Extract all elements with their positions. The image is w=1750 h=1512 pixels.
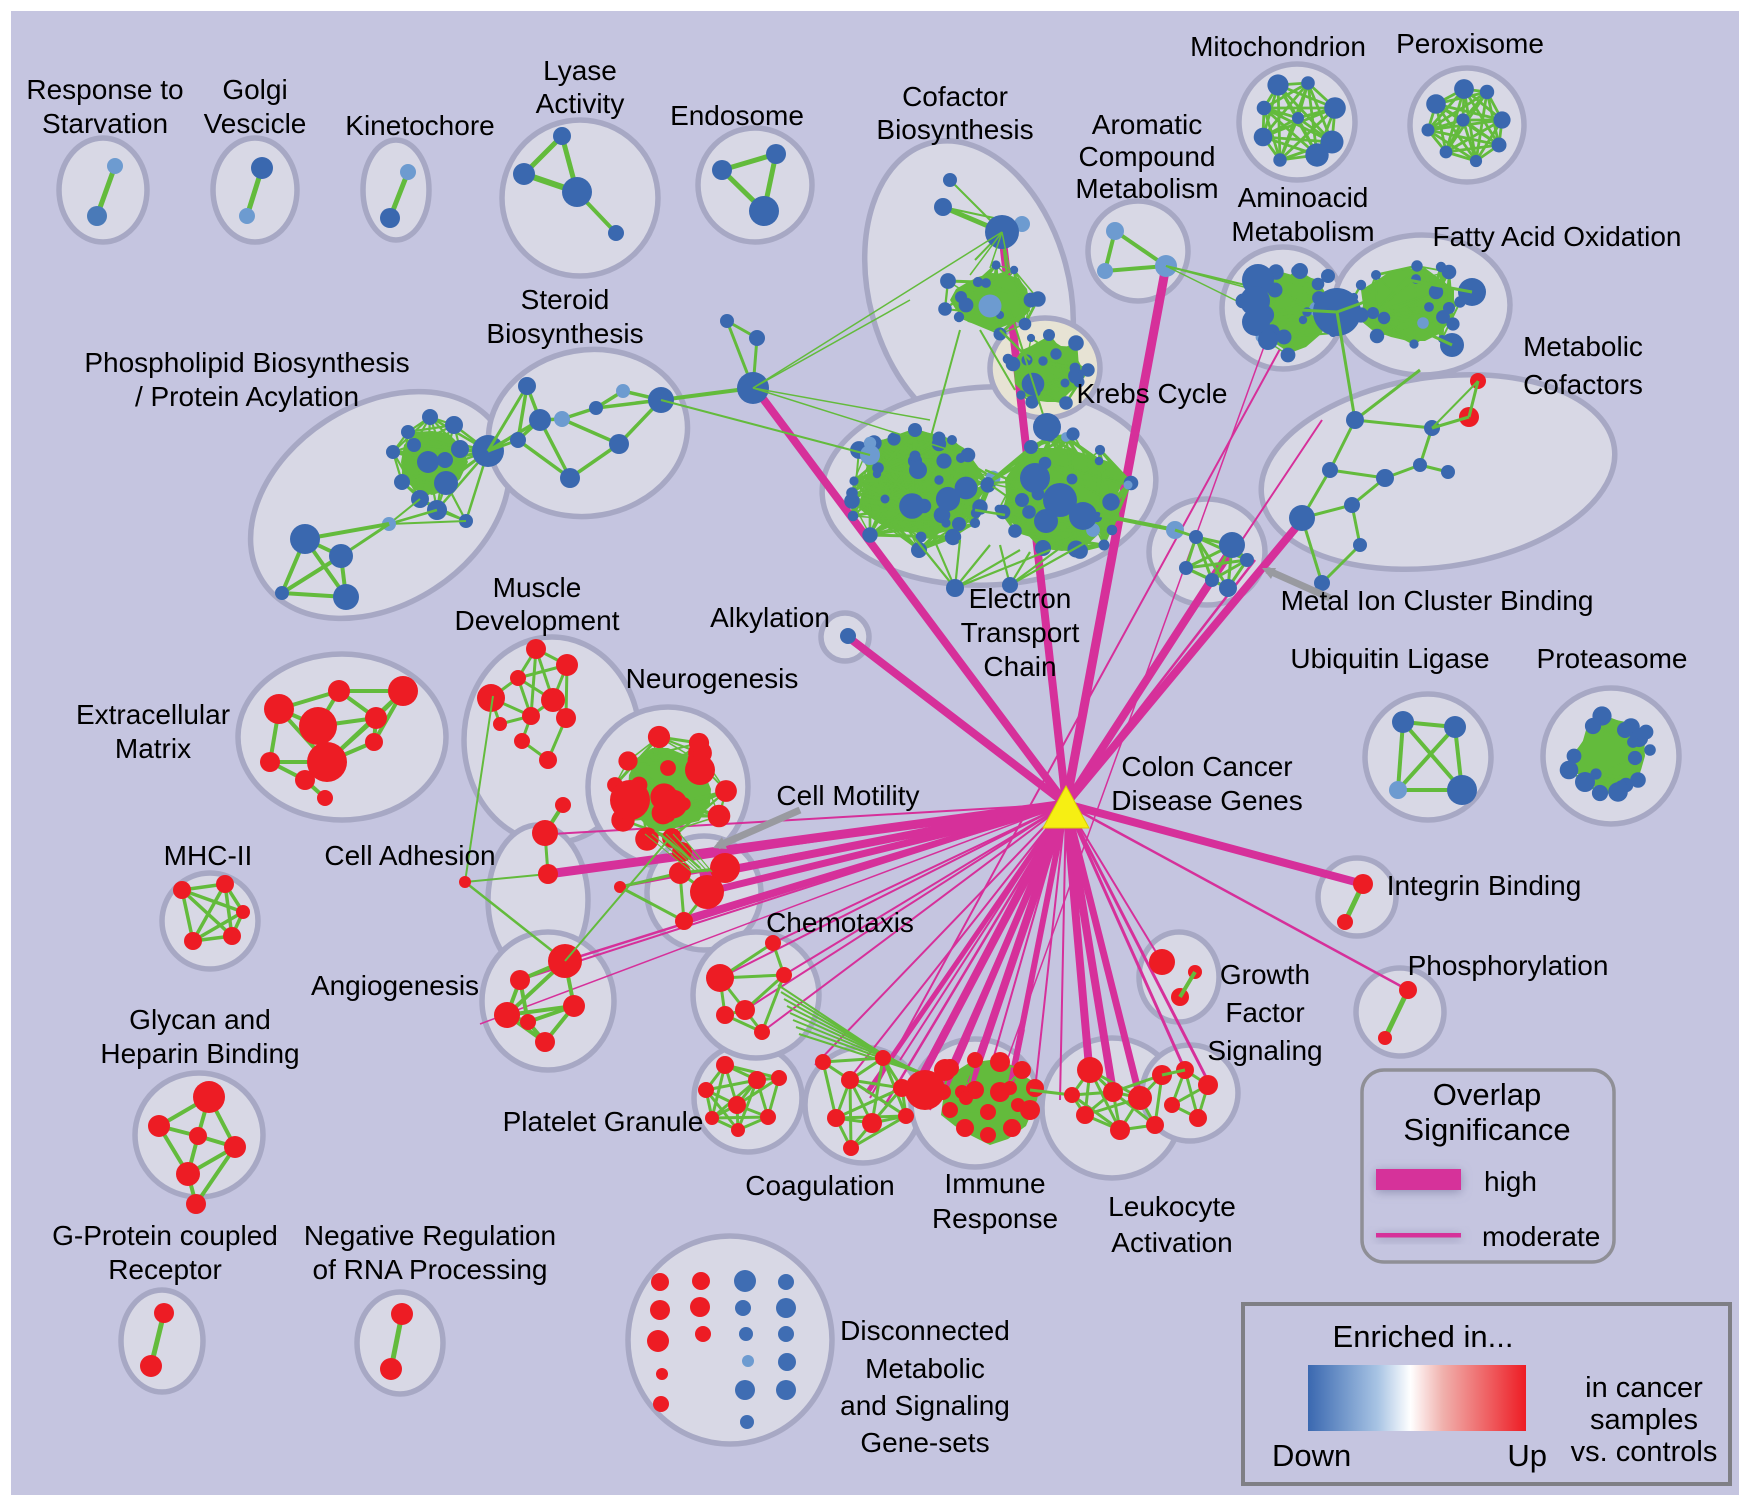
svg-text:Overlap: Overlap — [1433, 1077, 1542, 1112]
svg-text:/ Protein Acylation: / Protein Acylation — [135, 381, 359, 412]
svg-text:Receptor: Receptor — [108, 1254, 222, 1285]
svg-text:Negative Regulation: Negative Regulation — [304, 1220, 556, 1251]
svg-text:Leukocyte: Leukocyte — [1108, 1191, 1236, 1222]
svg-text:Metabolic: Metabolic — [865, 1353, 985, 1384]
svg-text:Gene-sets: Gene-sets — [860, 1427, 989, 1458]
svg-text:Aminoacid: Aminoacid — [1238, 182, 1369, 213]
svg-text:Kinetochore: Kinetochore — [345, 110, 494, 141]
svg-text:Peroxisome: Peroxisome — [1396, 28, 1544, 59]
svg-text:samples: samples — [1590, 1404, 1698, 1436]
svg-text:Proteasome: Proteasome — [1537, 643, 1688, 674]
svg-text:Development: Development — [455, 605, 620, 636]
svg-text:Transport: Transport — [961, 617, 1080, 648]
svg-text:Platelet Granule: Platelet Granule — [503, 1106, 704, 1137]
svg-text:Cofactors: Cofactors — [1523, 369, 1643, 400]
svg-text:moderate: moderate — [1482, 1221, 1600, 1252]
svg-text:Compound: Compound — [1079, 141, 1216, 172]
svg-text:Integrin Binding: Integrin Binding — [1387, 870, 1582, 901]
svg-text:of RNA Processing: of RNA Processing — [313, 1254, 548, 1285]
svg-text:and Signaling: and Signaling — [840, 1390, 1010, 1421]
svg-text:Muscle: Muscle — [493, 572, 582, 603]
svg-text:Metabolism: Metabolism — [1075, 173, 1218, 204]
svg-text:MHC-II: MHC-II — [164, 840, 253, 871]
svg-text:Activation: Activation — [1111, 1227, 1232, 1258]
svg-text:Neurogenesis: Neurogenesis — [626, 663, 799, 694]
svg-text:Response to: Response to — [26, 74, 183, 105]
svg-text:Chemotaxis: Chemotaxis — [766, 907, 914, 938]
svg-text:Heparin Binding: Heparin Binding — [100, 1038, 299, 1069]
svg-text:Immune: Immune — [944, 1168, 1045, 1199]
svg-text:Matrix: Matrix — [115, 733, 191, 764]
svg-text:Factor: Factor — [1225, 997, 1304, 1028]
svg-text:Colon Cancer: Colon Cancer — [1121, 751, 1292, 782]
svg-text:Cell Motility: Cell Motility — [776, 780, 919, 811]
svg-text:Mitochondrion: Mitochondrion — [1190, 31, 1366, 62]
svg-text:Disconnected: Disconnected — [840, 1315, 1010, 1346]
svg-text:Ubiquitin Ligase: Ubiquitin Ligase — [1290, 643, 1489, 674]
svg-text:Signaling: Signaling — [1207, 1035, 1322, 1066]
svg-text:Coagulation: Coagulation — [745, 1170, 894, 1201]
svg-text:Metabolism: Metabolism — [1231, 216, 1374, 247]
svg-text:Cofactor: Cofactor — [902, 81, 1008, 112]
svg-text:Extracellular: Extracellular — [76, 699, 230, 730]
svg-text:Response: Response — [932, 1203, 1058, 1234]
svg-text:Biosynthesis: Biosynthesis — [876, 114, 1033, 145]
svg-text:Up: Up — [1507, 1438, 1547, 1473]
svg-text:Phosphorylation: Phosphorylation — [1408, 950, 1609, 981]
svg-text:Biosynthesis: Biosynthesis — [486, 318, 643, 349]
svg-text:Down: Down — [1272, 1438, 1351, 1473]
svg-text:Glycan and: Glycan and — [129, 1004, 271, 1035]
svg-text:high: high — [1484, 1166, 1537, 1197]
svg-text:Aromatic: Aromatic — [1092, 109, 1202, 140]
svg-text:Activity: Activity — [536, 88, 625, 119]
svg-text:Krebs Cycle: Krebs Cycle — [1077, 378, 1228, 409]
svg-text:Chain: Chain — [983, 651, 1056, 682]
svg-text:Disease Genes: Disease Genes — [1111, 785, 1302, 816]
svg-text:Lyase: Lyase — [543, 55, 617, 86]
svg-text:Metal Ion Cluster Binding: Metal Ion Cluster Binding — [1281, 585, 1594, 616]
svg-text:G-Protein coupled: G-Protein coupled — [52, 1220, 278, 1251]
svg-text:Growth: Growth — [1220, 959, 1310, 990]
svg-text:Golgi: Golgi — [222, 74, 287, 105]
svg-text:Endosome: Endosome — [670, 100, 804, 131]
svg-text:Enriched in...: Enriched in... — [1333, 1319, 1514, 1354]
svg-text:Vescicle: Vescicle — [204, 108, 307, 139]
svg-text:Metabolic: Metabolic — [1523, 331, 1643, 362]
svg-text:Cell Adhesion: Cell Adhesion — [324, 840, 495, 871]
svg-text:Fatty Acid Oxidation: Fatty Acid Oxidation — [1432, 221, 1681, 252]
svg-text:Steroid: Steroid — [521, 284, 610, 315]
svg-text:vs. controls: vs. controls — [1571, 1436, 1718, 1468]
svg-text:Angiogenesis: Angiogenesis — [311, 970, 479, 1001]
svg-text:Electron: Electron — [969, 583, 1072, 614]
svg-text:in cancer: in cancer — [1585, 1372, 1703, 1404]
svg-text:Phospholipid Biosynthesis: Phospholipid Biosynthesis — [84, 347, 409, 378]
svg-text:Starvation: Starvation — [42, 108, 168, 139]
svg-text:Alkylation: Alkylation — [710, 602, 830, 633]
svg-text:Significance: Significance — [1403, 1112, 1570, 1147]
